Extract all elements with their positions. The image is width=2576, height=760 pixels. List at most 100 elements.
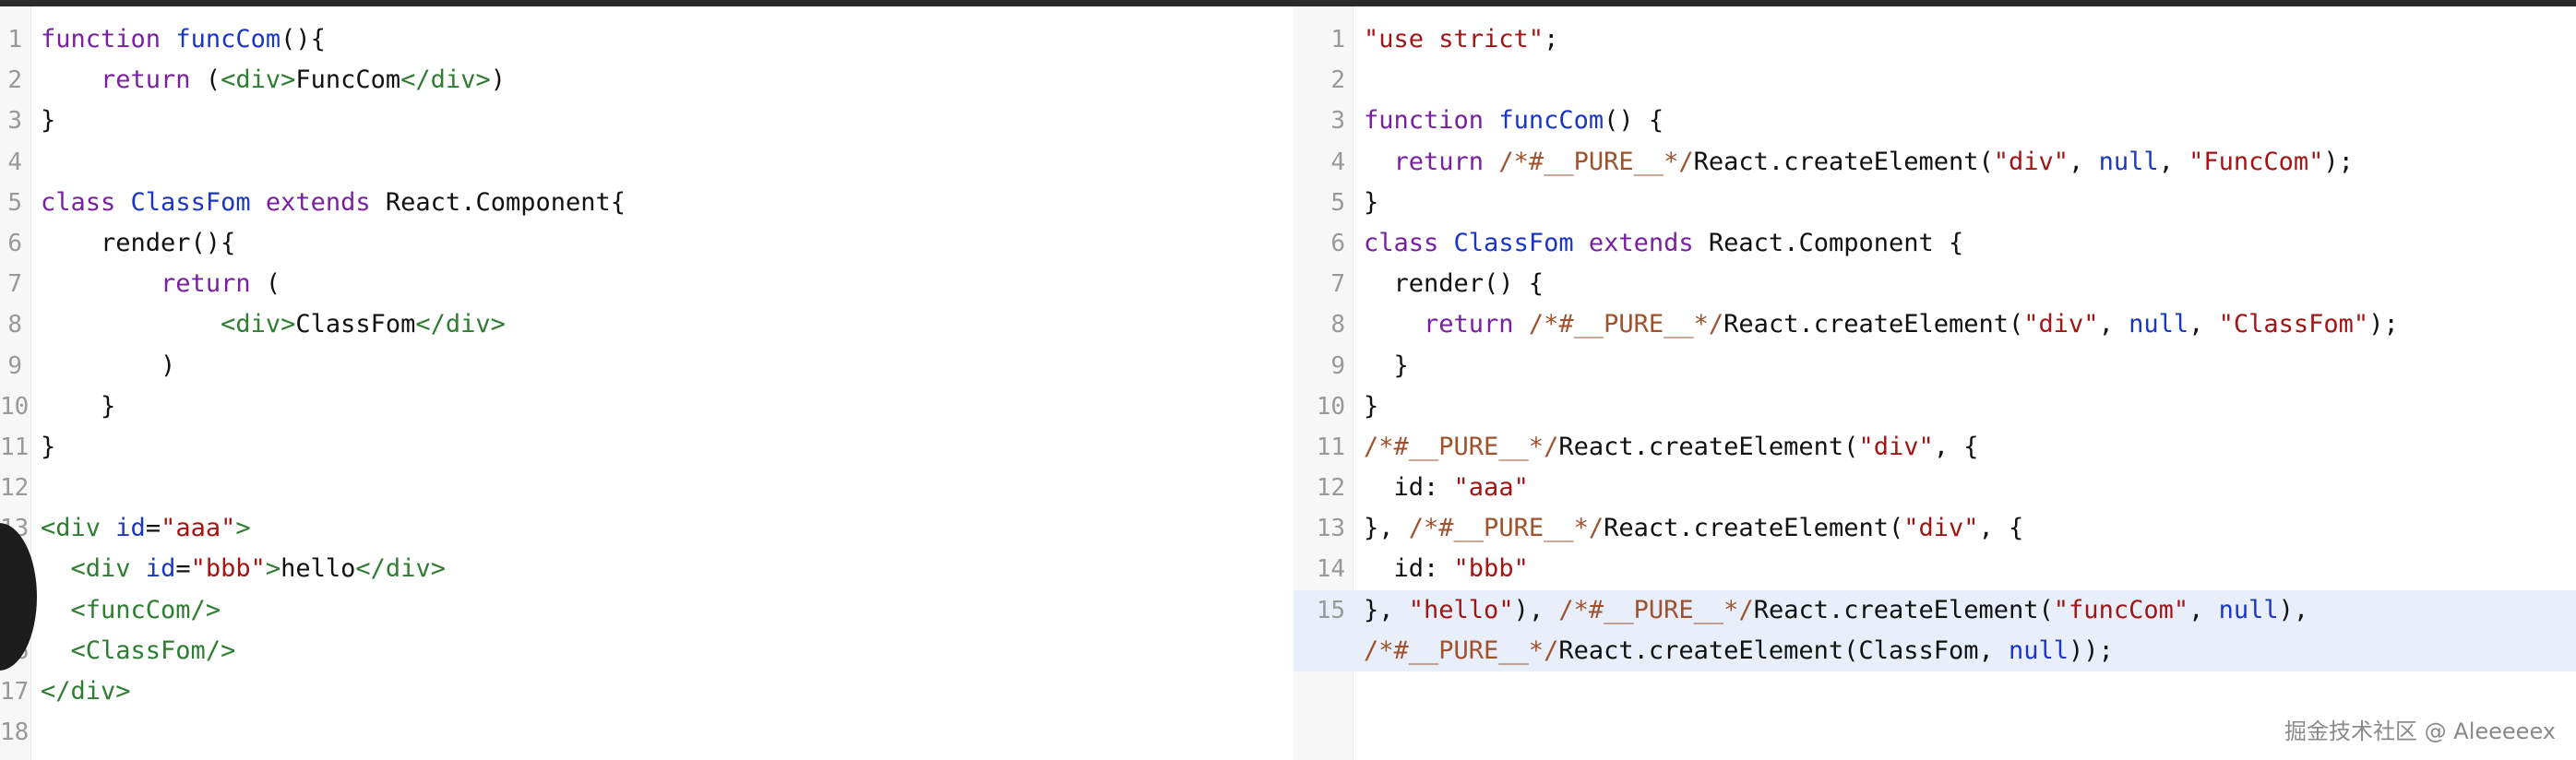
code-token: > — [235, 514, 251, 543]
code-line[interactable]: 8 return /*#__PURE__*/React.createElemen… — [1294, 304, 2576, 345]
code-token: <div> — [221, 65, 296, 95]
code-line[interactable]: 7 render() { — [1294, 264, 2576, 304]
code-line[interactable]: 2 — [1294, 60, 2576, 101]
code-token: function — [41, 25, 161, 53]
code-line[interactable]: 8 <div>ClassFom</div> — [0, 304, 1294, 345]
code-token: /*#__PURE__*/ — [1498, 147, 1694, 176]
code-token: id: — [1364, 554, 1454, 584]
code-text: <div id="bbb">hello</div> — [41, 549, 446, 589]
code-token — [1574, 229, 1589, 257]
code-text: function funcCom(){ — [41, 19, 326, 60]
code-token — [41, 65, 101, 94]
line-number: 12 — [1316, 474, 1345, 503]
code-line[interactable]: 1 function funcCom(){ — [0, 19, 1294, 60]
code-token: "div" — [2023, 310, 2099, 339]
code-text: id: "bbb" — [1364, 549, 2576, 589]
code-line[interactable]: 4 — [0, 142, 1294, 183]
code-line[interactable]: 11} — [0, 427, 1294, 468]
code-line[interactable]: 18 — [0, 712, 1294, 753]
code-token: ), — [2278, 595, 2309, 624]
code-line[interactable]: 15 <funcCom/> — [0, 590, 1294, 631]
code-token: () { — [1604, 106, 1664, 136]
code-text: } — [41, 101, 55, 141]
code-line[interactable]: 5} — [1294, 183, 2576, 223]
code-token: class — [1364, 228, 1439, 257]
code-token: extends — [265, 187, 371, 217]
code-line[interactable]: 6 class ClassFom extends React.Component … — [1294, 223, 2576, 264]
code-token: return — [1424, 310, 1514, 339]
line-number: 5 — [1330, 188, 1345, 217]
window-top-bar — [0, 0, 2576, 6]
code-token: React.createElement( — [1753, 595, 2054, 624]
code-token: "div" — [1993, 147, 2069, 176]
code-token: ) — [490, 65, 506, 95]
code-token: } — [1364, 391, 1379, 421]
line-number: 1 — [1330, 26, 1345, 53]
code-token: id — [145, 554, 176, 584]
code-line[interactable]: 2 return (<div>FuncCom</div>) — [0, 60, 1294, 101]
line-number: 1 — [7, 26, 22, 53]
code-line[interactable]: 7 return ( — [0, 264, 1294, 304]
line-number: 2 — [1330, 66, 1345, 95]
code-line[interactable]: 10} — [1294, 386, 2576, 427]
code-token: )); — [2069, 635, 2114, 665]
code-line[interactable]: 4 return /*#__PURE__*/React.createElemen… — [1294, 142, 2576, 183]
code-token: null — [2009, 635, 2069, 665]
code-line[interactable]: /*#__PURE__*/React.createElement(ClassFo… — [1294, 630, 2576, 671]
line-number: 6 — [1330, 229, 1345, 257]
code-token — [161, 25, 175, 53]
code-token — [1438, 229, 1453, 257]
code-line[interactable]: 16 <ClassFom/> — [0, 631, 1294, 671]
code-text: render() { — [1364, 264, 2576, 304]
code-line[interactable]: 9 } — [1294, 346, 2576, 386]
code-text: id: "aaa" — [1364, 468, 2576, 508]
code-token: React.createElement( — [1693, 147, 1994, 176]
code-token: , — [2188, 310, 2219, 339]
code-line[interactable]: 17</div> — [0, 671, 1294, 712]
code-text: } — [41, 386, 115, 427]
code-line[interactable]: 13<div id="aaa"> — [0, 508, 1294, 549]
code-token: }, — [1364, 595, 1409, 624]
code-line[interactable]: 9 ) — [0, 346, 1294, 386]
code-line[interactable]: 14 <div id="bbb">hello</div> — [0, 549, 1294, 589]
code-text: class ClassFom extends React.Component { — [1364, 223, 2576, 264]
code-line[interactable]: 6 render(){ — [0, 223, 1294, 264]
code-token: ); — [2368, 310, 2399, 339]
code-text: }, "hello"), /*#__PURE__*/React.createEl… — [1364, 590, 2576, 631]
code-text: <funcCom/> — [41, 590, 221, 631]
code-token: </div> — [355, 554, 446, 584]
code-text: }, /*#__PURE__*/React.createElement("div… — [1364, 508, 2576, 549]
code-text: "use strict"; — [1364, 19, 2576, 60]
code-token: null — [2218, 595, 2279, 624]
code-token: React.createElement(ClassFom, — [1558, 635, 2009, 665]
code-token — [1484, 148, 1498, 176]
code-text: class ClassFom extends React.Component{ — [41, 183, 626, 223]
code-line[interactable]: 1 "use strict"; — [1294, 19, 2576, 60]
code-token — [41, 636, 71, 665]
code-token: /*#__PURE__*/ — [1408, 514, 1604, 543]
code-text: return ( — [41, 264, 280, 304]
code-token: ClassFom — [1453, 228, 1574, 257]
code-line[interactable]: 12 — [0, 468, 1294, 508]
code-line[interactable]: 11/*#__PURE__*/React.createElement("div"… — [1294, 427, 2576, 468]
code-line[interactable]: 14 id: "bbb" — [1294, 549, 2576, 589]
code-line[interactable]: 15 }, "hello"), /*#__PURE__*/React.create… — [1294, 589, 2576, 631]
line-number: 15 — [1316, 596, 1345, 624]
line-number: 2 — [7, 66, 22, 95]
code-token: render(){ — [41, 228, 236, 257]
code-line[interactable]: 10 } — [0, 386, 1294, 427]
code-line[interactable]: 12 id: "aaa" — [1294, 468, 2576, 508]
code-token: React.createElement( — [1558, 432, 1859, 461]
code-token: FuncCom — [295, 65, 401, 95]
code-token: React.createElement( — [1723, 310, 2024, 339]
line-number: 8 — [1330, 311, 1345, 339]
code-line[interactable]: 3} — [0, 101, 1294, 141]
line-number: 9 — [1330, 351, 1345, 380]
code-line[interactable]: 13}, /*#__PURE__*/React.createElement("d… — [1294, 508, 2576, 549]
line-number: 12 — [0, 474, 30, 503]
